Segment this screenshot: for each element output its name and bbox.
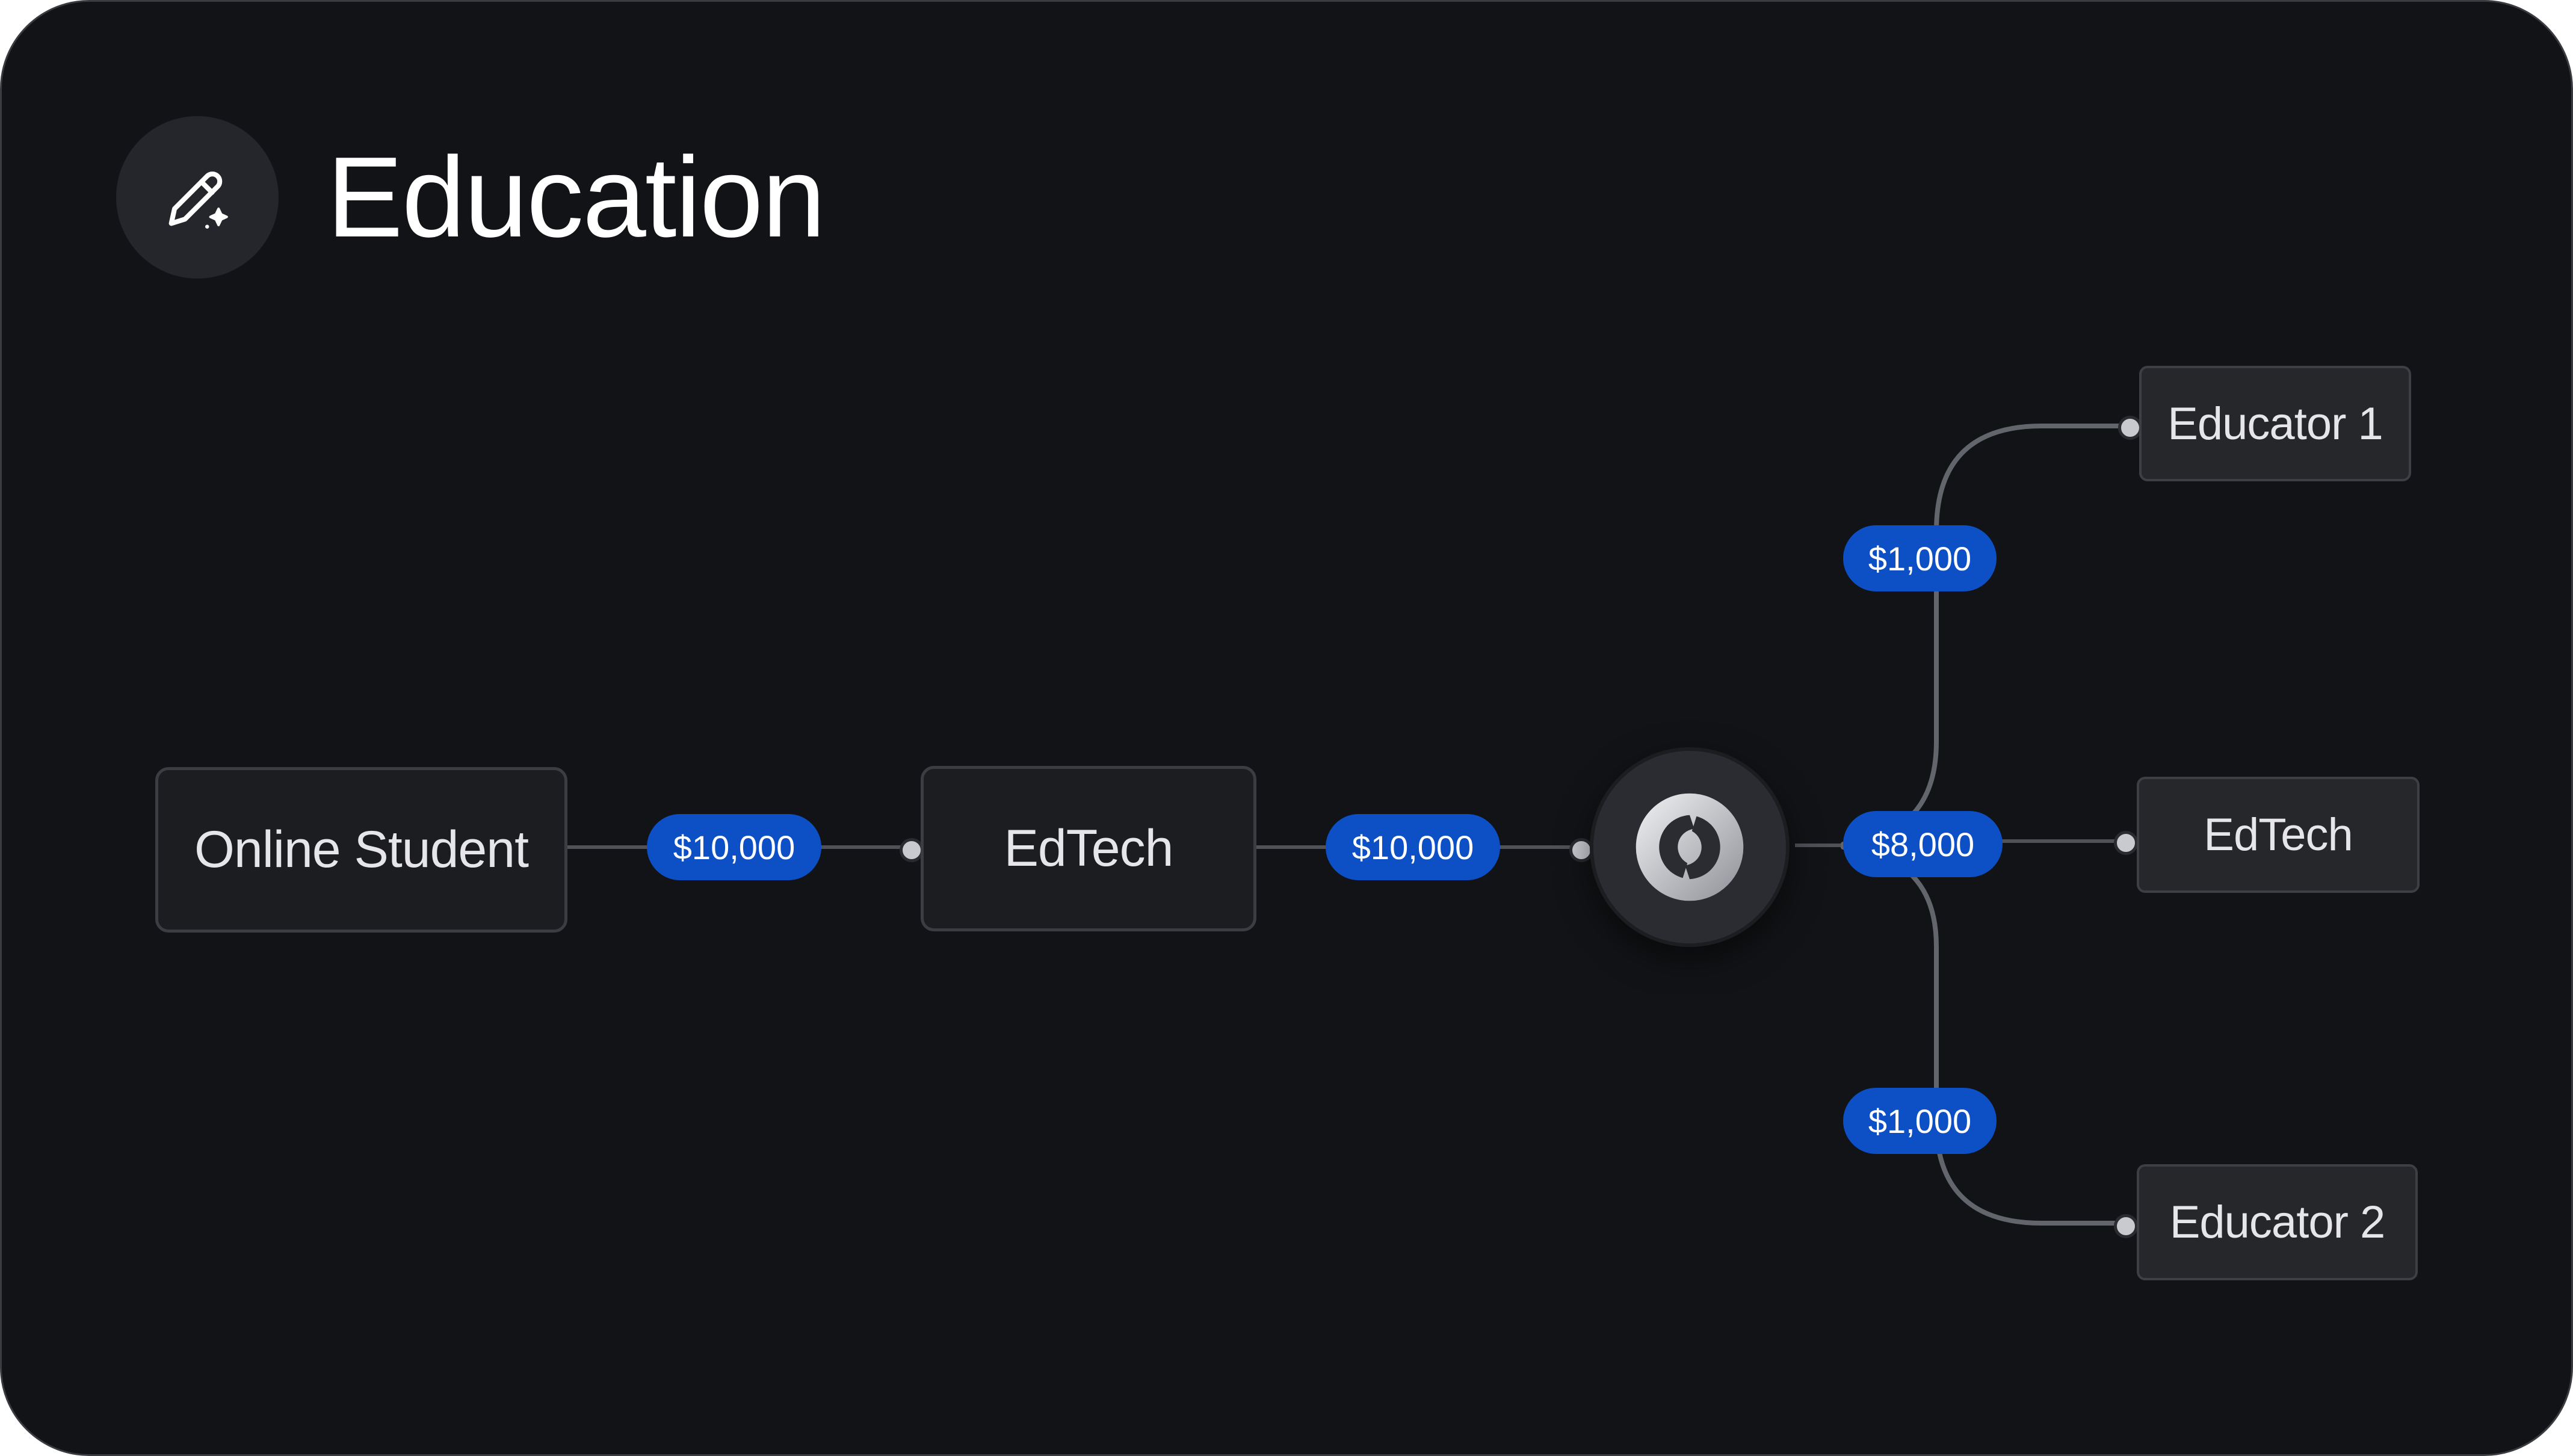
amount-badge-split-middle: $8,000 (1843, 811, 2003, 877)
connector-split-top (1841, 424, 2128, 847)
node-label: Educator 2 (2169, 1197, 2386, 1248)
node-edtech-recipient: EdTech (2137, 777, 2420, 893)
node-educator-2: Educator 2 (2137, 1164, 2418, 1280)
connector-dot-hub-in (1569, 838, 1593, 862)
sync-arrows-icon (1636, 793, 1744, 901)
amount-badge-payment-1: $10,000 (647, 814, 821, 880)
page-title: Education (327, 134, 826, 261)
amount-badge-payment-2: $10,000 (1326, 814, 1500, 880)
connector-dot-recipient-middle (2114, 831, 2138, 855)
payment-split-hub (1593, 751, 1786, 943)
connector-dot-recipient-top (2118, 416, 2142, 440)
connector-split-bottom (1841, 845, 2125, 1226)
connector-dot-platform-in (900, 838, 924, 862)
node-edtech-platform: EdTech (921, 766, 1256, 931)
node-label: Educator 1 (2167, 398, 2383, 449)
node-label: EdTech (1004, 819, 1174, 877)
amount-badge-split-top: $1,000 (1843, 525, 1997, 591)
node-label: EdTech (2204, 809, 2353, 860)
node-label: Online Student (194, 821, 529, 878)
node-online-student: Online Student (155, 767, 567, 933)
pencil-sparkle-icon (116, 116, 279, 279)
node-educator-1: Educator 1 (2139, 366, 2411, 481)
connector-dot-recipient-bottom (2114, 1214, 2138, 1238)
amount-badge-split-bottom: $1,000 (1843, 1088, 1997, 1154)
